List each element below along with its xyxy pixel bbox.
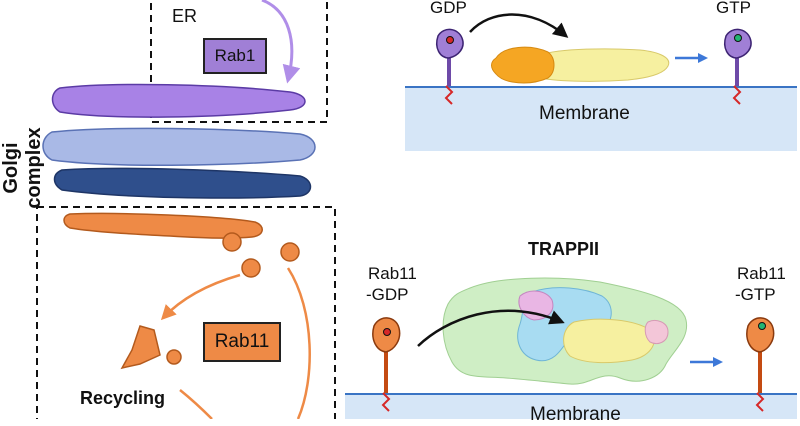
rab11-gdp-anchor bbox=[381, 392, 391, 412]
recycling-label: Recycling bbox=[80, 388, 166, 408]
rab11-gtp-body bbox=[746, 317, 775, 353]
rab11-gtp-anchor bbox=[755, 392, 765, 412]
cisterna-middle bbox=[42, 127, 316, 167]
arrow-from-endosome bbox=[179, 389, 213, 419]
rab1-gdp-anchor bbox=[444, 85, 454, 105]
trappii-yellow bbox=[563, 318, 655, 364]
rab11-gtp-label-line1: Rab11 bbox=[737, 264, 786, 283]
gdp-dot bbox=[446, 36, 454, 44]
recycling-dashed-box bbox=[36, 206, 336, 419]
rab1-gtp-body bbox=[724, 28, 752, 59]
bottom-blue-arrow-head bbox=[713, 357, 723, 367]
rab11-gtp-dot bbox=[758, 322, 766, 330]
rab1-box: Rab1 bbox=[203, 38, 267, 74]
bottom-exchange-arrow bbox=[417, 309, 565, 347]
vesicle-3 bbox=[166, 349, 182, 365]
recycling-endosome bbox=[120, 325, 161, 370]
gtp-label: GTP bbox=[716, 0, 751, 17]
top-membrane-label: Membrane bbox=[539, 103, 630, 124]
budding-vesicle bbox=[222, 232, 242, 252]
er-label: ER bbox=[172, 6, 198, 26]
trappii-pink-right bbox=[644, 319, 669, 345]
er-arrow bbox=[261, 0, 301, 84]
vesicle-1 bbox=[280, 242, 300, 262]
arrow-to-membrane bbox=[286, 267, 311, 419]
vesicle-2 bbox=[241, 258, 261, 278]
trappii-label: TRAPPII bbox=[528, 239, 600, 259]
rab11-gdp-label-line1: Rab11 bbox=[368, 264, 417, 283]
bottom-membrane bbox=[345, 394, 797, 419]
top-blue-arrow-head bbox=[698, 53, 708, 63]
top-membrane bbox=[405, 87, 797, 151]
rab11-gdp-dot bbox=[383, 328, 391, 336]
cisterna-bottom bbox=[53, 167, 312, 199]
rab11-box: Rab11 bbox=[203, 322, 281, 362]
rab11-gtp-label-line2: -GTP bbox=[735, 285, 776, 304]
gtp-dot bbox=[734, 34, 742, 42]
er-dashed-box bbox=[150, 0, 328, 123]
arrow-to-endosome bbox=[160, 273, 241, 321]
cisterna-top bbox=[51, 83, 306, 118]
bottom-membrane-label: Membrane bbox=[530, 404, 621, 425]
rab11-gdp-label-line2: -GDP bbox=[366, 285, 409, 304]
top-exchange-arrow bbox=[469, 13, 569, 38]
top-complex-orange bbox=[491, 46, 555, 84]
gdp-label: GDP bbox=[430, 0, 467, 17]
rab1-gtp-anchor bbox=[732, 85, 742, 105]
golgi-complex-label: Golgi complex bbox=[0, 127, 45, 209]
